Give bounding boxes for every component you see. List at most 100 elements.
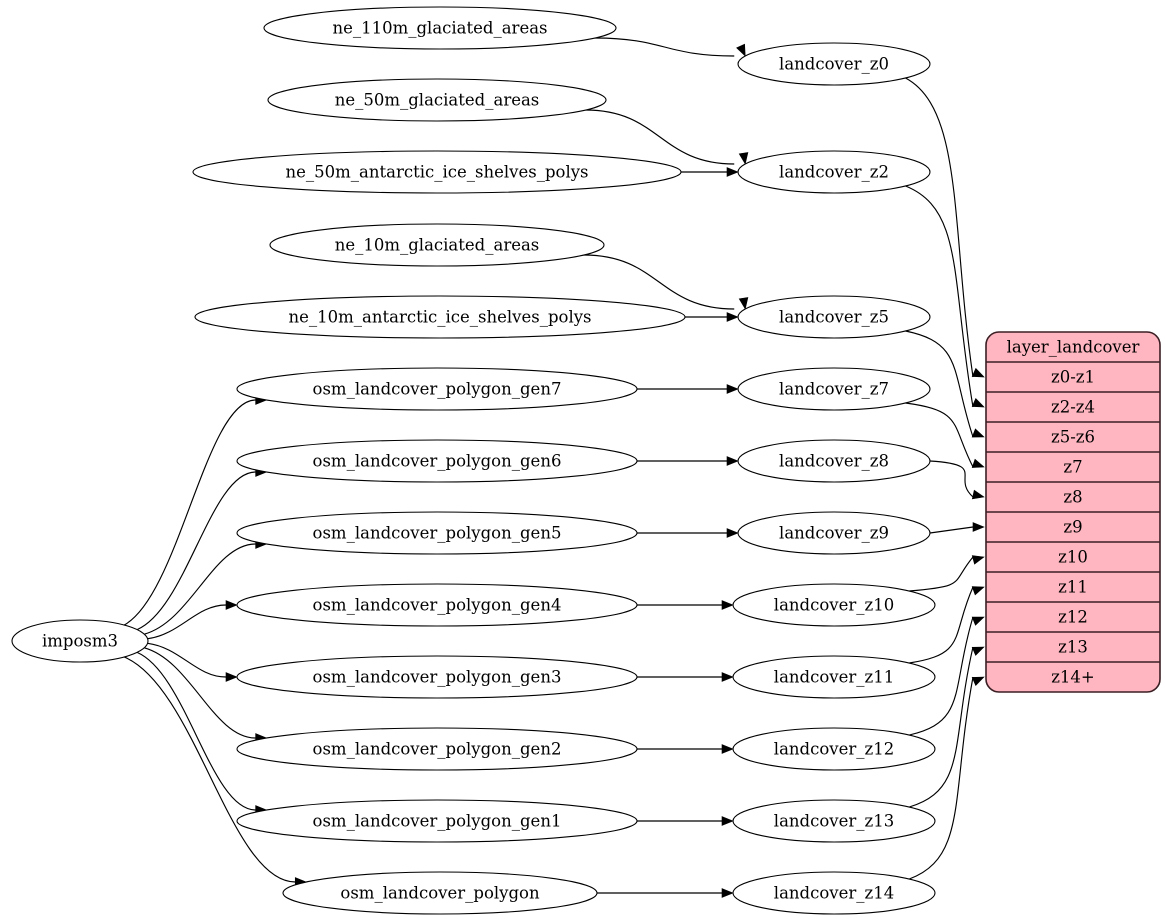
layer-table-row-z10[interactable]: z10 (1058, 548, 1088, 567)
edge-osm_landcover_polygon-to-landcover_z14-arrowhead (721, 888, 734, 898)
edge-imposm3-to-osm_landcover_polygon_gen3-line (147, 642, 227, 678)
node-osm_landcover_polygon[interactable]: osm_landcover_polygon (282, 871, 598, 915)
edge-osm_landcover_polygon_gen6-to-landcover_z8-arrowhead (726, 456, 739, 466)
node-shape-landcover_z12 (732, 727, 936, 771)
node-osm_landcover_polygon_gen5[interactable]: osm_landcover_polygon_gen5 (236, 511, 638, 555)
node-landcover_z10[interactable]: landcover_z10 (732, 583, 936, 627)
edge-landcover_z2-to-table-row-1-arrowhead (971, 397, 985, 408)
edge-ne_110m_glaciated_areas-to-landcover_z0-line (594, 37, 735, 57)
edge-ne_10m_antarctic_ice_shelves_polys-to-landcover_z5-arrowhead (726, 312, 739, 322)
node-label-osm_landcover_polygon_gen1: osm_landcover_polygon_gen1 (313, 812, 562, 831)
edge-osm_landcover_polygon_gen3-to-landcover_z11-arrowhead (721, 672, 734, 682)
node-landcover_z14[interactable]: landcover_z14 (732, 871, 936, 915)
node-ne_110m_glaciated_areas[interactable]: ne_110m_glaciated_areas (263, 6, 617, 50)
edge-imposm3-to-osm_landcover_polygon_gen1-line (136, 651, 256, 811)
node-ne_10m_glaciated_areas[interactable]: ne_10m_glaciated_areas (269, 223, 605, 267)
node-label-osm_landcover_polygon_gen3: osm_landcover_polygon_gen3 (313, 668, 562, 687)
edge-landcover_z8-to-table-row-4-arrowhead (971, 489, 985, 500)
node-landcover_z13[interactable]: landcover_z13 (732, 799, 936, 843)
edge-ne_50m_glaciated_areas-to-landcover_z2-arrowhead (738, 152, 749, 165)
node-landcover_z5[interactable]: landcover_z5 (737, 295, 931, 339)
node-shape-osm_landcover_polygon_gen4 (236, 583, 638, 627)
node-ne_10m_antarctic_ice_shelves_polys[interactable]: ne_10m_antarctic_ice_shelves_polys (194, 295, 686, 339)
node-osm_landcover_polygon_gen2[interactable]: osm_landcover_polygon_gen2 (236, 727, 638, 771)
node-label-landcover_z9: landcover_z9 (779, 524, 889, 543)
edge-landcover_z0-to-table-row-0-arrowhead (971, 367, 985, 378)
layer-table-row-z13[interactable]: z13 (1058, 638, 1088, 657)
node-label-landcover_z5: landcover_z5 (779, 308, 889, 327)
layer-table-row-label: z0-z1 (1051, 368, 1095, 387)
node-osm_landcover_polygon_gen1[interactable]: osm_landcover_polygon_gen1 (236, 799, 638, 843)
layer-table-row-z9[interactable]: z9 (1063, 518, 1082, 537)
node-label-osm_landcover_polygon_gen5: osm_landcover_polygon_gen5 (313, 524, 562, 543)
layer-table-row-z11[interactable]: z11 (1058, 578, 1088, 597)
node-landcover_z7[interactable]: landcover_z7 (737, 367, 931, 411)
node-shape-ne_110m_glaciated_areas (263, 6, 617, 50)
layer-table-row-label: z5-z6 (1051, 428, 1095, 447)
edge-landcover_z14-to-table-row-10-line (909, 676, 974, 880)
node-imposm3[interactable]: imposm3 (11, 619, 149, 663)
node-shape-landcover_z14 (732, 871, 936, 915)
layer-table-row-z5-z6[interactable]: z5-z6 (1051, 428, 1095, 447)
node-shape-ne_50m_antarctic_ice_shelves_polys (192, 150, 682, 194)
edge-ne_50m_antarctic_ice_shelves_polys-to-landcover_z2-arrowhead (726, 167, 739, 177)
nodes-layer: imposm3 ne_110m_glaciated_areas ne_50m_gla… (11, 6, 936, 915)
node-shape-ne_10m_glaciated_areas (269, 223, 605, 267)
node-ne_50m_glaciated_areas[interactable]: ne_50m_glaciated_areas (267, 78, 607, 122)
layer-table-row-z14+[interactable]: z14+ (1051, 668, 1095, 687)
node-shape-osm_landcover_polygon_gen7 (236, 367, 638, 411)
edge-imposm3-to-osm_landcover_polygon_gen7-line (123, 399, 256, 626)
node-osm_landcover_polygon_gen3[interactable]: osm_landcover_polygon_gen3 (236, 655, 638, 699)
node-label-landcover_z8: landcover_z8 (779, 452, 889, 471)
edge-ne_110m_glaciated_areas-to-landcover_z0-arrowhead (736, 43, 746, 57)
node-landcover_z0[interactable]: landcover_z0 (737, 42, 931, 86)
node-landcover_z2[interactable]: landcover_z2 (737, 150, 931, 194)
node-label-ne_10m_antarctic_ice_shelves_polys: ne_10m_antarctic_ice_shelves_polys (288, 308, 591, 327)
node-landcover_z12[interactable]: landcover_z12 (732, 727, 936, 771)
node-osm_landcover_polygon_gen4[interactable]: osm_landcover_polygon_gen4 (236, 583, 638, 627)
node-label-osm_landcover_polygon_gen4: osm_landcover_polygon_gen4 (313, 596, 562, 615)
node-osm_landcover_polygon_gen7[interactable]: osm_landcover_polygon_gen7 (236, 367, 638, 411)
node-label-ne_50m_glaciated_areas: ne_50m_glaciated_areas (335, 91, 540, 110)
edge-ne_10m_glaciated_areas-to-landcover_z5-line (583, 254, 735, 310)
node-label-osm_landcover_polygon: osm_landcover_polygon (340, 884, 540, 903)
edge-osm_landcover_polygon_gen2-to-landcover_z12-arrowhead (721, 744, 734, 754)
node-osm_landcover_polygon_gen6[interactable]: osm_landcover_polygon_gen6 (236, 439, 638, 483)
edge-landcover_z5-to-table-row-2-line (905, 330, 974, 438)
layer-table-row-z12[interactable]: z12 (1058, 608, 1088, 627)
node-landcover_z9[interactable]: landcover_z9 (737, 511, 931, 555)
edge-landcover_z12-to-table-row-8-arrowhead (971, 616, 985, 626)
node-shape-landcover_z0 (737, 42, 931, 86)
node-landcover_z11[interactable]: landcover_z11 (732, 655, 936, 699)
node-shape-ne_10m_antarctic_ice_shelves_polys (194, 295, 686, 339)
edge-landcover_z7-to-table-row-3-arrowhead (971, 458, 985, 468)
edge-landcover_z2-to-table-row-1-line (905, 185, 974, 408)
edge-landcover_z0-to-table-row-0-line (905, 77, 974, 378)
node-label-imposm3: imposm3 (42, 632, 118, 651)
layer-table-row-z8[interactable]: z8 (1063, 488, 1082, 507)
edge-landcover_z10-to-table-row-6-line (909, 556, 974, 592)
node-shape-landcover_z7 (737, 367, 931, 411)
layer-table-row-label: z7 (1063, 458, 1082, 477)
node-landcover_z8[interactable]: landcover_z8 (737, 439, 931, 483)
edge-imposm3-to-osm_landcover_polygon_gen4-line (147, 604, 227, 640)
edge-imposm3-to-osm_landcover_polygon_gen3-arrowhead (225, 672, 238, 682)
edge-landcover_z10-to-table-row-6-arrowhead (971, 555, 985, 565)
node-shape-landcover_z5 (737, 295, 931, 339)
layer-table-row-label: z9 (1063, 518, 1082, 537)
edge-imposm3-to-osm_landcover_polygon-line (123, 656, 296, 883)
edge-landcover_z7-to-table-row-3-line (905, 402, 974, 468)
layer-table-row-z2-z4[interactable]: z2-z4 (1051, 398, 1095, 417)
layer-table-row-label: z10 (1058, 548, 1088, 567)
edge-landcover_z11-to-table-row-7-line (909, 586, 974, 664)
node-shape-ne_50m_glaciated_areas (267, 78, 607, 122)
edge-imposm3-to-osm_landcover_polygon_gen6-line (136, 471, 256, 631)
layer-table-row-z7[interactable]: z7 (1063, 458, 1082, 477)
node-shape-osm_landcover_polygon_gen5 (236, 511, 638, 555)
edge-imposm3-to-osm_landcover_polygon_gen5-line (144, 543, 256, 635)
node-ne_50m_antarctic_ice_shelves_polys[interactable]: ne_50m_antarctic_ice_shelves_polys (192, 150, 682, 194)
layer-table-row-z0-z1[interactable]: z0-z1 (1051, 368, 1095, 387)
edge-osm_landcover_polygon_gen5-to-landcover_z9-arrowhead (726, 528, 739, 538)
layer-table-row-label: z8 (1063, 488, 1082, 507)
layer-table-row-label: z14+ (1051, 668, 1095, 687)
